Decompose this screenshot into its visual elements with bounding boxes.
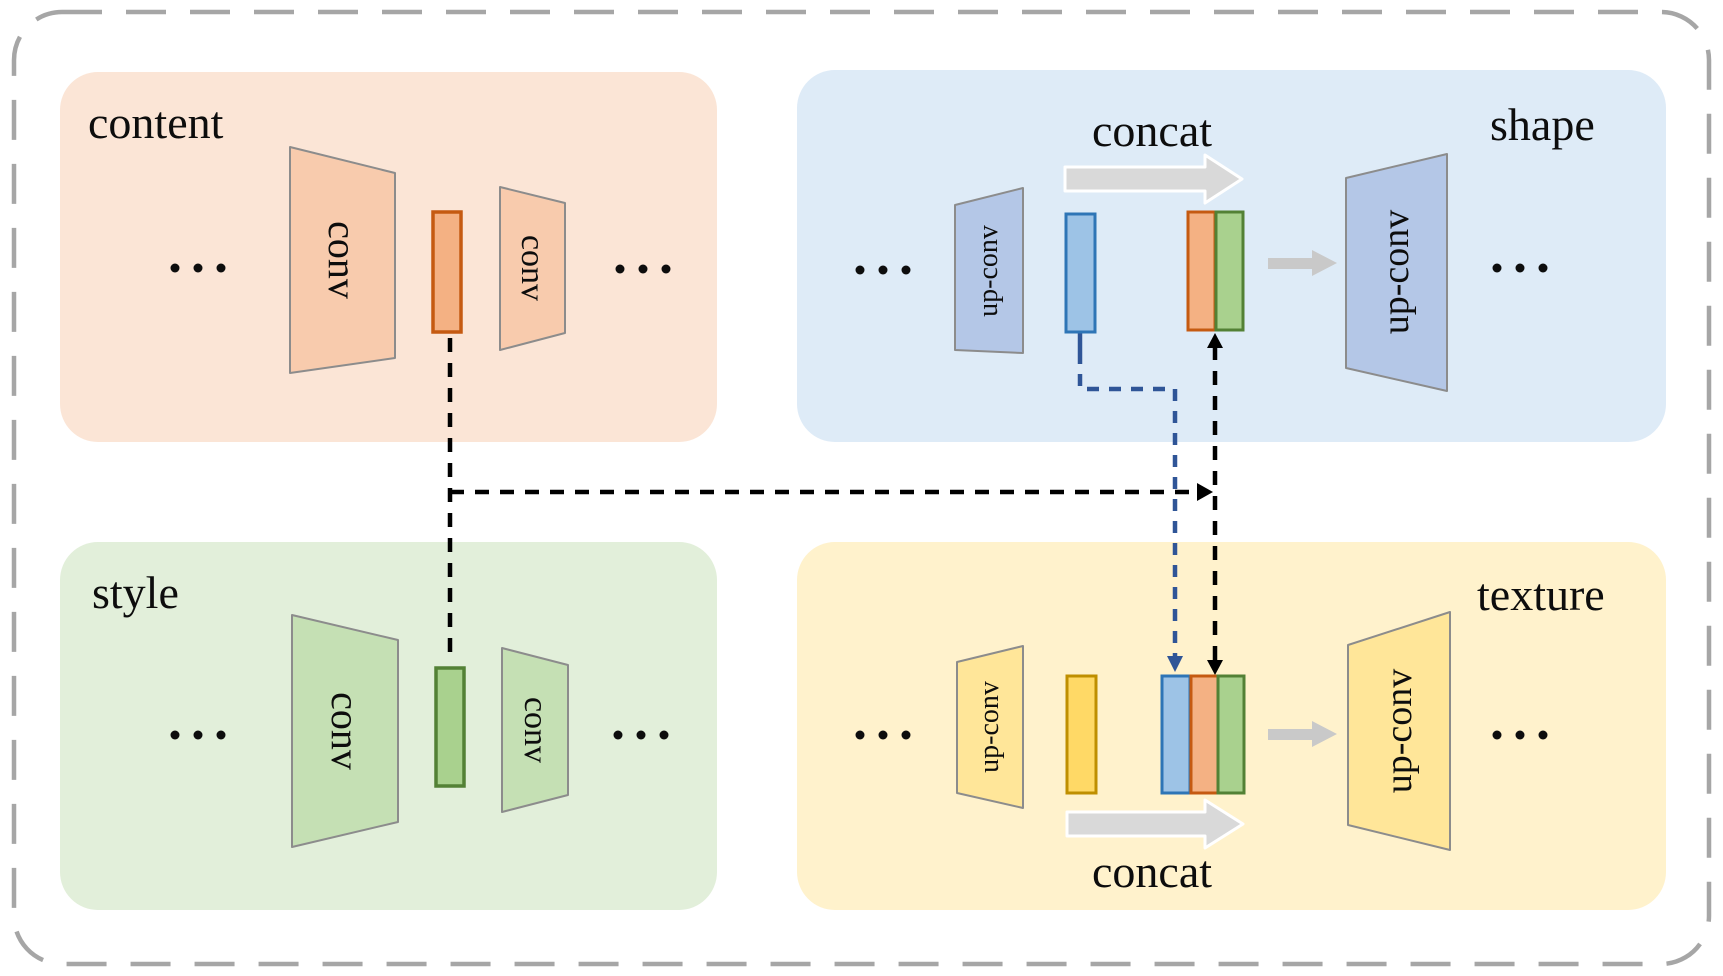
texture-concat-blue-rect: [1160, 674, 1192, 795]
style-panel-title: style: [92, 567, 179, 618]
shape-upconv-label-2: up-conv: [1375, 209, 1417, 335]
texture-ellipsis-left: [855, 730, 911, 740]
style-conv-block-1: [291, 614, 399, 848]
texture-upconv-label-1: up-conv: [974, 681, 1005, 773]
up-arrowhead: [1207, 333, 1223, 348]
texture-concat-orange-rect: [1189, 674, 1220, 795]
texture-concat-green-rect: [1216, 674, 1246, 795]
content-conv-block-2: [499, 186, 566, 351]
outer-dashed-boundary: [11, 9, 1712, 967]
shape-skip-rect: [1064, 212, 1097, 334]
shape-upconv-block-2: [1345, 153, 1448, 392]
style-conv-block-2: [501, 647, 569, 813]
style-conv-label-2: conv: [517, 696, 554, 764]
content-panel-title: content: [88, 97, 224, 148]
texture-upconv-block-2: [1347, 611, 1451, 851]
texture-panel-title: texture: [1477, 569, 1605, 620]
right-arrowhead: [1197, 483, 1213, 501]
texture-upconv-label-2: up-conv: [1378, 668, 1420, 794]
texture-flow-arrow: [1268, 721, 1337, 747]
content-ellipsis-left: [170, 263, 226, 273]
content-ellipsis-right: [615, 264, 671, 274]
shape-upconv-block-1: [954, 187, 1024, 354]
texture-upconv-block-1: [956, 645, 1024, 809]
down-arrowhead: [1207, 660, 1223, 675]
shape-concat-orange-rect: [1186, 210, 1217, 332]
content-conv-block-1: [289, 146, 396, 374]
shape-concat-arrow: [1063, 153, 1244, 205]
blue-skip-dashed-line: [1077, 352, 1178, 658]
texture-ellipsis-right: [1492, 730, 1548, 740]
texture-code-rect: [1065, 674, 1098, 795]
shape-concat-label: concat: [1091, 105, 1213, 156]
style-ellipsis-left: [170, 730, 226, 740]
shape-panel-title: shape: [1490, 99, 1595, 150]
style-conv-label-1: conv: [323, 692, 368, 770]
blue-down-arrowhead: [1167, 656, 1183, 672]
shape-ellipsis-right: [1492, 263, 1548, 273]
content-conv-label-2: conv: [514, 234, 551, 302]
style-code-rect: [434, 666, 466, 788]
texture-concat-label: concat: [1091, 846, 1213, 897]
content-conv-label-1: conv: [320, 221, 365, 299]
content-code-rect: [431, 210, 463, 334]
texture-concat-arrow: [1065, 798, 1245, 850]
shape-upconv-label-1: up-conv: [973, 225, 1004, 317]
shape-concat-green-rect: [1214, 210, 1245, 332]
style-ellipsis-right: [613, 730, 669, 740]
shape-flow-arrow: [1268, 250, 1337, 276]
shape-ellipsis-left: [855, 265, 911, 275]
